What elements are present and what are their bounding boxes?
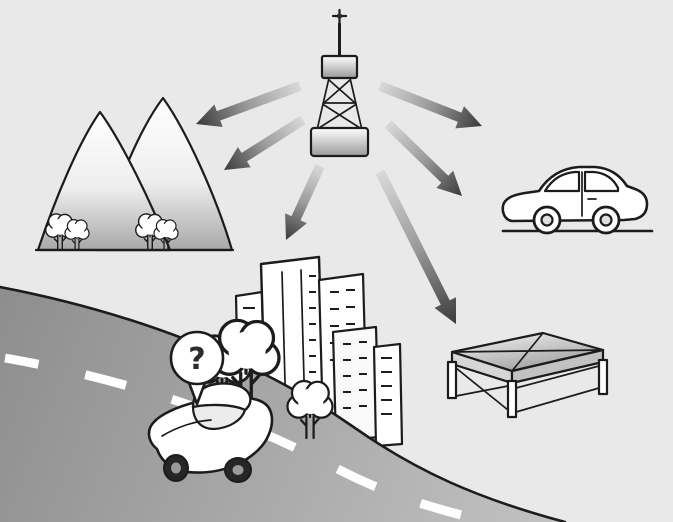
question-mark-text: ?: [188, 342, 205, 377]
steel-frame-icon: [446, 331, 609, 419]
signal-arrows: [196, 81, 482, 324]
signal-arrow-icon: [384, 120, 462, 196]
road-icon: [0, 285, 567, 522]
signal-arrow-icon: [285, 163, 325, 240]
signal-arrow-icon: [196, 81, 302, 127]
driving-car-icon: [147, 382, 274, 483]
lane-dashes: [4, 353, 492, 522]
mountains-icon: [34, 96, 235, 252]
road-edge: [0, 285, 567, 522]
road-surface: [0, 287, 565, 522]
signal-arrow-icon: [224, 115, 306, 170]
signal-arrow-icon: [375, 169, 456, 324]
building: [372, 342, 404, 448]
transmission-tower-icon: [309, 8, 370, 158]
signal-arrow-icon: [378, 81, 482, 129]
sedan-car-icon: [501, 165, 654, 235]
question-bubble-icon: ?: [169, 330, 225, 406]
